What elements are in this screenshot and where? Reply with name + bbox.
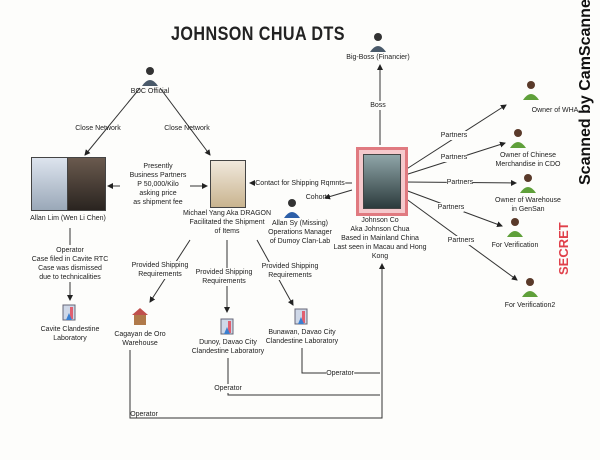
edge-text: Requirements: [202, 278, 246, 285]
allan-lim-label: Allan Lim (Wen Li Chen): [30, 215, 106, 222]
partners-label: Partners: [440, 153, 468, 162]
edge-text: asking price: [139, 190, 177, 197]
partners-label: Partners: [437, 203, 465, 212]
label-line: Johnson Co: [361, 217, 399, 224]
person-icon: [370, 33, 386, 52]
label-line: Facilitated the Shipment: [189, 219, 265, 226]
edge-text: Provided Shipping: [195, 269, 253, 276]
person-icon: [510, 129, 526, 148]
boc-label: BOC Official: [130, 88, 170, 95]
edge-text: Case filed in Cavite RTC: [31, 256, 109, 263]
verification-label: For Verification: [491, 242, 539, 249]
label-line: Clandestine Laboratory: [191, 348, 265, 355]
secret-stamp: SECRET: [556, 222, 571, 275]
label-line: Allan Sy (Missing): [271, 220, 329, 227]
boss-label: Boss: [370, 101, 386, 110]
warehouse-icon: [132, 308, 148, 325]
label-line: Last seen in Macau and Hong: [333, 244, 427, 251]
partners-label: Partners: [447, 236, 475, 245]
label-line: Clandestine Laboratory: [265, 338, 339, 345]
laboratory-icon: [62, 304, 76, 321]
edge-text: Provided Shipping: [261, 263, 319, 270]
edge-text: Requirements: [268, 272, 312, 279]
allan-sy-label: Allan Sy (Missing) Operations Manager of D…: [268, 219, 332, 246]
person-icon: [523, 81, 539, 100]
michael-label: Michael Yang Aka DRAGON Facilitated the S…: [183, 209, 271, 236]
person-icon: [520, 174, 536, 193]
edge-text: due to technicalities: [39, 274, 101, 281]
allan-lim-sketch-photo: [31, 157, 68, 211]
laboratory-icon: [220, 318, 234, 335]
edge-text: Case was dismissed: [38, 265, 102, 272]
operator-label: Operator: [326, 369, 354, 378]
label-line: Warehouse: [122, 340, 158, 347]
edge-text: Requirements: [138, 271, 182, 278]
allan-lim-photo: [67, 157, 106, 211]
edge-text: P 50,000/Kilo: [137, 181, 179, 188]
person-icon: [522, 278, 538, 297]
partners-label: Partners: [446, 178, 474, 187]
label-line: of Dumoy Clan-Lab: [269, 238, 331, 245]
verification2-label: For Verification2: [504, 302, 556, 309]
close-network-label: Close Network: [75, 125, 121, 132]
cohorts-label: Cohorts: [305, 194, 331, 201]
edge-text: Operator: [56, 247, 84, 254]
label-line: Bunawan, Davao City: [268, 329, 336, 336]
bigboss-label: Big-Boss (Financier): [346, 54, 410, 61]
label-line: Dunoy, Davao City: [199, 339, 257, 346]
contact-label: Contact for Shipping Rqmnts: [255, 179, 345, 188]
laboratory-icon: [294, 308, 308, 325]
label-line: of Items: [214, 228, 240, 235]
label-line: Kong: [371, 253, 389, 260]
label-line: Michael Yang Aka DRAGON: [182, 210, 272, 217]
edge-text: Business Partners: [129, 172, 187, 179]
person-icon: [284, 199, 300, 218]
person-icon: [507, 218, 523, 237]
operator-label: Operator: [214, 384, 242, 393]
johnson-photo-frame: [356, 147, 408, 216]
label-line: Laboratory: [53, 335, 87, 342]
label-line: Based in Mainland China: [341, 235, 419, 242]
label-line: Aka Johnson Chua: [350, 226, 410, 233]
johnson-photo: [363, 154, 401, 209]
label-line: Owner of Warehouse: [495, 197, 561, 204]
diagram-title: JOHNSON CHUA DTS: [171, 24, 345, 45]
edge-text: as shipment fee: [133, 199, 183, 206]
owner-warehouse-label: Owner of Warehouse in GenSan: [495, 196, 561, 214]
close-network-label: Close Network: [164, 125, 210, 132]
label-line: Cavite Clandestine: [40, 326, 100, 333]
michael-yang-photo: [210, 160, 246, 208]
label-line: Owner of Chinese: [499, 152, 557, 159]
owner-wha-label: Owner of WHA: [531, 107, 579, 114]
label-line: Operations Manager: [268, 229, 332, 236]
label-line: Cagayan de Oro: [114, 331, 166, 338]
label-line: Merchandise in CDO: [495, 161, 561, 168]
label-line: in GenSan: [511, 206, 545, 213]
person-icon: [142, 67, 158, 86]
partners-label: Partners: [440, 131, 468, 140]
operator-label: Operator: [130, 411, 158, 418]
edge-text: Provided Shipping: [131, 262, 189, 269]
edge-text: Presently: [143, 163, 173, 170]
camscanner-watermark: Scanned by CamScanner: [577, 0, 594, 185]
